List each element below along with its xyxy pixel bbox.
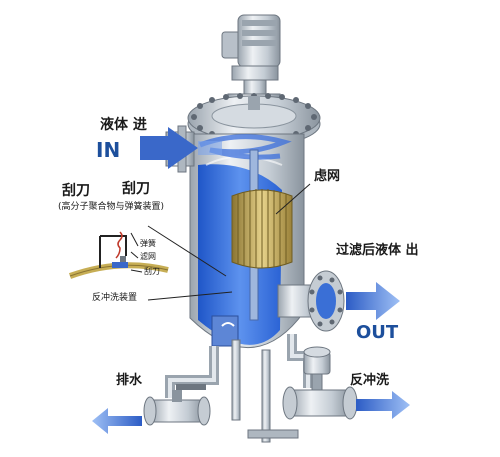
vessel <box>189 133 305 349</box>
flow-arrows <box>92 127 410 434</box>
motor <box>221 14 281 105</box>
scraper-small-label: 刮刀 <box>144 267 160 276</box>
scraper-detail <box>68 231 169 279</box>
scraper-note: (高分子聚合物与弹簧装置) <box>58 202 165 212</box>
spring-label: 弹簧 <box>140 239 156 248</box>
outlet-flange <box>277 270 345 332</box>
filter-screen-label: 虑网 <box>314 169 341 184</box>
backwash-valve <box>282 346 358 420</box>
backwash-label: 反冲洗 <box>350 373 390 388</box>
screen-small-label: 滤网 <box>140 252 156 261</box>
out-label: OUT <box>356 322 399 343</box>
scraper-label-2: 刮刀 <box>122 181 150 197</box>
leader-lines <box>130 183 311 301</box>
scraper-label-1: 刮刀 <box>62 183 90 199</box>
filtered-out-label: 过滤后液体 出 <box>336 243 419 258</box>
liquid-in-label: 液体 进 <box>100 117 147 133</box>
drain-valve <box>143 384 211 426</box>
drain-label: 排水 <box>116 373 143 388</box>
in-label: IN <box>96 138 121 162</box>
backwash-device-label: 反冲洗装置 <box>92 293 138 303</box>
